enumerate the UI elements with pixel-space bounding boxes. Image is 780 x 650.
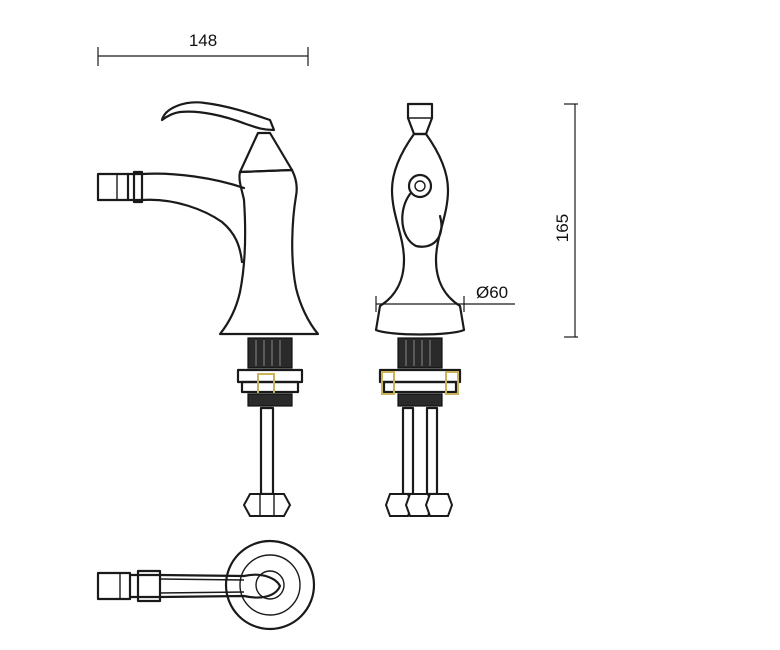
front-threaded-shank (397, 337, 443, 369)
top-spout-arm (128, 573, 282, 599)
supply-hose (259, 406, 275, 496)
height-dimension: 165 (553, 103, 578, 338)
front-hose-nut-right (424, 493, 454, 517)
base-outer-circle (224, 539, 316, 631)
front-hose-nut-center (404, 493, 434, 517)
diameter-dimension: Ø60 (375, 283, 515, 312)
lever-handle (160, 101, 276, 132)
spout-nozzle (96, 172, 130, 202)
width-dimension: 148 (97, 31, 309, 66)
cartridge-cone (238, 131, 294, 174)
faucet-side-view (96, 101, 320, 517)
front-supply-hose-left (401, 406, 415, 496)
top-spout-nozzle (96, 571, 132, 601)
width-dimension-label: 148 (189, 31, 217, 50)
faucet-front-view: Ø60 (374, 102, 515, 517)
hose-nut (242, 493, 292, 517)
diameter-dimension-label: Ø60 (476, 283, 508, 302)
lever-top (406, 102, 434, 136)
mounting-plate (236, 368, 304, 384)
spout-arm (126, 172, 246, 264)
front-hose-nut-left (384, 493, 414, 517)
height-dimension-label: 165 (553, 214, 572, 242)
faucet-body (218, 168, 320, 336)
front-body (374, 132, 466, 336)
spout-ring (407, 173, 433, 199)
threaded-shank (247, 337, 293, 369)
front-supply-hose-right (425, 406, 439, 496)
faucet-top-view (96, 539, 316, 631)
